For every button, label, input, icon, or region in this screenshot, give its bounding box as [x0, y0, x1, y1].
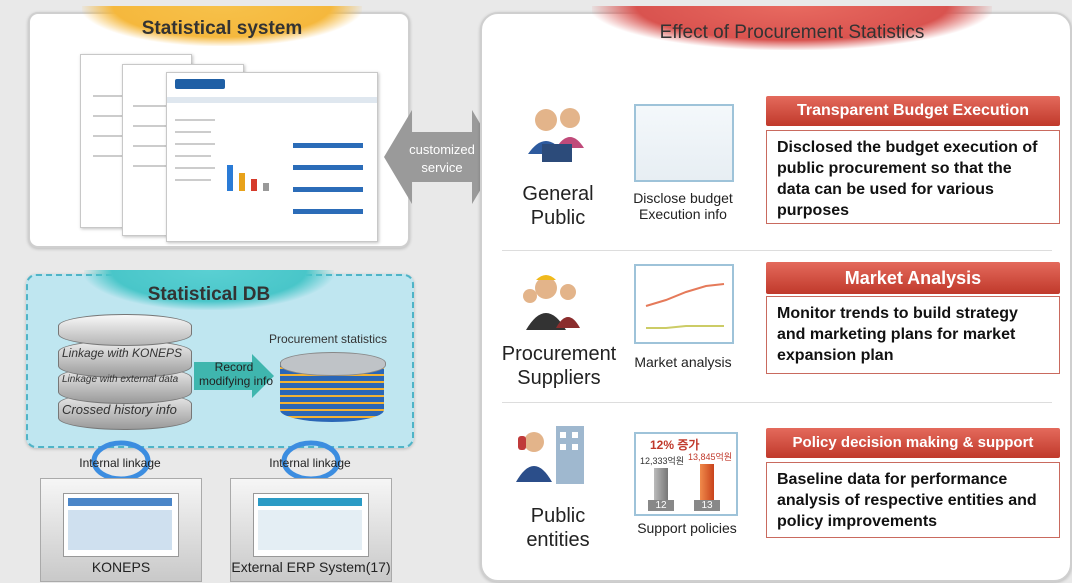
supplier-icon	[516, 270, 586, 336]
customized-service-line1: customized	[409, 142, 475, 157]
bar1	[654, 468, 668, 500]
statistical-system-title: Statistical system	[141, 18, 303, 39]
record-arrow-line2: modifying info	[198, 374, 274, 388]
who-suppliers: Suppliers	[517, 367, 601, 389]
who-public-entities-2: entities	[526, 529, 590, 551]
erp-box: External ERP System(17)	[230, 478, 392, 582]
text-market: Monitor trends to build strategy and mar…	[766, 296, 1060, 374]
text-transparent: Disclosed the budget execution of public…	[766, 130, 1060, 224]
head-policy: Policy decision making & support	[766, 428, 1060, 458]
people-icon	[522, 104, 592, 168]
statistical-db-title: Statistical DB	[147, 284, 271, 305]
x1-label: 12	[648, 500, 674, 511]
who-general: General	[522, 183, 594, 205]
customized-service-line2: service	[421, 160, 463, 175]
record-arrow	[194, 354, 274, 398]
red-tab	[592, 6, 992, 50]
bar2	[700, 464, 714, 500]
record-arrow-line1: Record	[214, 360, 254, 374]
internal-linkage-label-koneps: Internal linkage	[79, 456, 161, 470]
entities-icon	[512, 422, 588, 488]
market-thumb	[634, 264, 734, 344]
bar2-value: 13,845억원	[688, 452, 733, 462]
procurement-statistics-label: Procurement statistics	[268, 332, 388, 346]
caption-disclose-2: Execution info	[639, 206, 727, 222]
db-layer-koneps: Linkage with KONEPS	[62, 346, 183, 360]
statistical-system-panel: Statistical system	[28, 6, 410, 248]
koneps-box: KONEPS	[40, 478, 202, 582]
policy-thumb: 12% 증가 12,333억원 13,845억원 12 13	[634, 432, 738, 516]
orange-tab	[82, 6, 362, 46]
effect-title: Effect of Procurement Statistics	[659, 22, 925, 43]
screen-front	[166, 72, 378, 242]
who-procurement: Procurement	[501, 343, 617, 365]
budget-thumb	[634, 104, 734, 182]
procurement-db-cylinder	[280, 352, 386, 432]
caption-market: Market analysis	[634, 354, 732, 370]
db-layer-external: Linkage with external data	[62, 374, 179, 385]
db-layer-history: Crossed history info	[62, 402, 177, 417]
caption-disclose-1: Disclose budget	[633, 190, 733, 206]
chart-thumb-title: 12% 증가	[650, 438, 700, 452]
head-transparent: Transparent Budget Execution	[766, 96, 1060, 126]
caption-support: Support policies	[637, 520, 737, 536]
who-public: Public	[530, 207, 586, 229]
source-db-cylinder: Linkage with KONEPS Linkage with externa…	[58, 314, 192, 438]
koneps-label: KONEPS	[91, 559, 151, 575]
statistical-db-panel: Statistical DB Linkage with KONEPS Linka…	[26, 270, 414, 448]
erp-label: External ERP System(17)	[231, 559, 391, 575]
internal-linkage-label-erp: Internal linkage	[269, 456, 351, 470]
teal-tab	[84, 270, 334, 310]
text-policy: Baseline data for performance analysis o…	[766, 462, 1060, 538]
bar1-value: 12,333억원	[640, 456, 685, 466]
customized-service-arrow	[384, 110, 500, 204]
who-public-entities-1: Public	[530, 505, 586, 527]
head-market: Market Analysis	[766, 262, 1060, 294]
x2-label: 13	[694, 500, 720, 511]
